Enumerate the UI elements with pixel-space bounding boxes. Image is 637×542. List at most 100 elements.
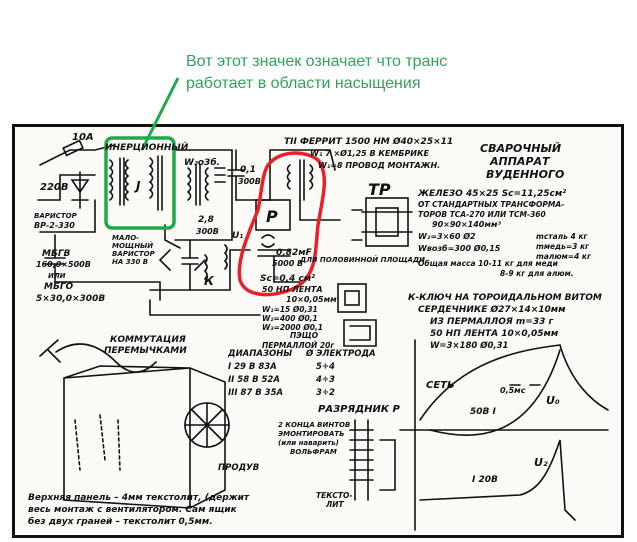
label-wvozb: Wвозб=300 Ø0,15	[418, 243, 501, 253]
inertial-coil	[108, 159, 114, 201]
label-varistor: ВАРИСТОР	[34, 212, 78, 220]
label-p: Р	[266, 207, 278, 226]
arrester-bolts	[349, 419, 374, 501]
label-mini-varistor-3: ВАРИСТОР	[112, 250, 156, 258]
title-line-2: АППАРАТ	[489, 155, 551, 168]
title-line-1: СВАРОЧНЫЙ	[480, 142, 561, 155]
label-iron-3: ТОРОВ ТСА-270 ИЛИ ТСМ-360	[418, 210, 546, 219]
label-k-key-2: СЕРДЕЧНИКЕ Ø27×14×10мм	[418, 304, 566, 315]
label-fuse: 10А	[72, 132, 94, 143]
label-ferrite: ТII ФЕРРИТ 1500 НМ Ø40×25×11	[284, 136, 453, 147]
label-cable: ДЛЯ ПОЛОВИННОЙ ПЛОЩАДИ	[299, 255, 425, 264]
label-range-1: I 29 В 83А	[228, 362, 277, 372]
label-tp: ТР	[368, 180, 391, 199]
label-mini-varistor-2: МОЩНЫЙ	[112, 241, 153, 250]
title-line-3: ВУДЕННОГО	[486, 168, 564, 181]
label-lenta: 50 НП ЛЕНТА	[262, 285, 323, 294]
highlight-pointer-line	[140, 77, 180, 151]
label-range-1-e: 5÷4	[316, 362, 335, 372]
annotation-text: Вот этот значек означает что транс работ…	[186, 51, 626, 95]
label-cap-01: 0,1	[240, 165, 256, 175]
label-cap-28-v: 300В	[196, 227, 219, 236]
label-range-2: II 58 В 52А	[228, 375, 280, 385]
label-u2: U₂	[534, 456, 548, 469]
tr-core	[365, 197, 409, 247]
label-commutation-2: ПЕРЕМЫЧКАМИ	[104, 346, 187, 356]
label-lenta-2: 10×0,05мм	[286, 295, 337, 304]
annotation-line-1: Вот этот значек означает что транс	[186, 53, 448, 70]
label-varistor-part: ВР-2-330	[34, 221, 75, 230]
label-cap-082-v: 5000 В	[272, 259, 303, 268]
label-total-mass-2: 8-9 кг для алюм.	[500, 269, 574, 278]
label-cap-082: 0,82мF	[276, 248, 313, 258]
label-i50: 50В I	[470, 407, 497, 417]
label-mbgo: МБГО	[44, 282, 74, 292]
osc-sine	[419, 344, 609, 421]
label-mbgo-val: 5×30,0×300В	[36, 294, 105, 304]
label-bottom-2: весь монтаж с вентилятором. Сам ящик	[28, 505, 238, 515]
label-u1: U₁	[232, 231, 243, 241]
label-mini-varistor-4: НА 330 В	[112, 258, 148, 266]
label-iron-4: 90×90×140мм³	[432, 220, 501, 229]
capacitor-mbgv	[44, 234, 66, 283]
fuse-symbol	[62, 139, 84, 157]
label-electrode: Ø ЭЛЕКТРОДА	[305, 348, 376, 359]
switch-box	[63, 365, 226, 509]
label-sc: Sс=0,4 см²	[260, 274, 315, 284]
label-k-key-5: W=3×180 Ø0,31	[430, 340, 508, 351]
label-ranges: ДИАПАЗОНЫ	[227, 349, 292, 359]
label-ferrite-2: W₁ 7 ×Ø1,25 В КЕМБРИКЕ	[310, 148, 430, 158]
mains-wire	[39, 144, 116, 166]
label-net: СЕТЬ	[426, 380, 455, 391]
label-w2-k: W₂=400 Ø0,1	[262, 314, 318, 323]
k-core	[337, 283, 367, 313]
osc-axis	[399, 339, 609, 531]
label-iron-2: ОТ СТАНДАРТНЫХ ТРАНСФОРМА-	[418, 200, 564, 209]
label-m-steel: mсталь 4 кг	[536, 232, 588, 241]
label-arrester-3: ЭМОНТИРОВАТЬ	[278, 430, 345, 438]
label-m-alum: mалюм=4 кг	[536, 252, 592, 261]
label-i20: I 20В	[472, 475, 498, 485]
main-transformer-windings	[186, 164, 210, 206]
label-w1-k: W₁=15 Ø0,31	[262, 305, 318, 314]
label-cap-28: 2,8	[198, 215, 214, 225]
varistor-symbol	[70, 171, 90, 209]
highlight-red-region	[237, 151, 327, 297]
label-commutation: КОММУТАЦИЯ	[110, 335, 186, 345]
label-range-2-e: 4÷3	[315, 375, 335, 385]
label-range-3-e: 3÷2	[316, 388, 335, 398]
label-w2: W₂=3×60 Ø2	[418, 231, 476, 241]
label-arrester-4: (или наварить)	[278, 439, 339, 447]
label-arrester-2: 2 КОНЦА ВИНТОВ	[278, 421, 350, 429]
label-m-copper: mмедь=3 кг	[536, 242, 590, 251]
label-mbgv: МБГВ	[42, 249, 71, 259]
label-inertial: ИНЕРЦИОННЫЙ	[105, 141, 189, 153]
label-total-mass: Общая масса 10-11 кг для меди	[418, 259, 559, 268]
label-k-key-3: ИЗ ПЕРМАЛЛОЯ m=33 г	[430, 317, 553, 327]
label-arrester-5: ВОЛЬФРАМ	[290, 448, 337, 456]
label-textolit: ТЕКСТО-	[316, 491, 352, 500]
label-w-winding: W₂о3б.	[184, 157, 220, 168]
label-cap-01-v: 300В	[238, 177, 261, 186]
capacitor-28	[181, 239, 199, 291]
label-textolit-2: ЛИТ	[325, 500, 345, 509]
label-220v: 220В	[40, 182, 69, 193]
label-permalloy: ПЕРМАЛЛОЙ 20г	[262, 341, 335, 350]
label-bottom-1: Верхняя панель – 4мм текстолит, (держит	[28, 493, 250, 503]
k-switch	[194, 254, 208, 280]
cable-plug	[39, 339, 157, 373]
label-inertial-inner: J	[134, 179, 141, 193]
label-k-key-4: 50 НП ЛЕНТА 10×0,05мм	[430, 329, 559, 339]
capacitor-01	[227, 149, 245, 201]
osc-pulse	[419, 439, 576, 521]
label-k: К	[204, 274, 215, 288]
schematic-sheet	[12, 124, 624, 538]
output-transformer	[286, 159, 314, 201]
label-ferrite-3: W₁=8 ПРОВОД МОНТАЖН.	[318, 161, 440, 170]
label-blow: ПРОДУВ	[218, 463, 259, 473]
label-iron: ЖЕЛЕЗО 45×25 Sс=11,25см²	[417, 189, 566, 199]
label-range-3: III 87 В 35А	[228, 388, 283, 398]
label-mbgv-val: 160,0×500В	[36, 260, 91, 269]
label-mini-varistor-1: МАЛО-	[112, 234, 139, 242]
